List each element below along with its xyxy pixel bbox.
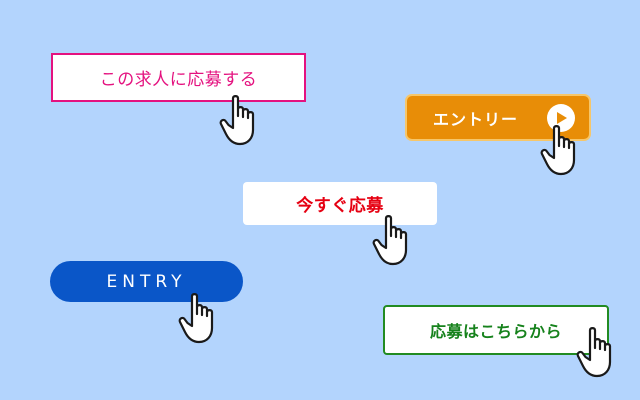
- apply-here-button[interactable]: 応募はこちらから: [383, 305, 609, 355]
- hand-pointer-icon: [219, 94, 263, 148]
- entry-orange-button[interactable]: エントリー: [405, 94, 591, 141]
- apply-to-job-button[interactable]: この求人に応募する: [51, 53, 306, 102]
- entry-orange-label: エントリー: [433, 109, 519, 129]
- play-icon: [547, 103, 575, 132]
- apply-here-label: 応募はこちらから: [429, 322, 562, 341]
- entry-blue-button[interactable]: ENTRY: [50, 261, 243, 302]
- apply-now-label: 今すぐ応募: [296, 196, 384, 216]
- apply-to-job-label: この求人に応募する: [99, 70, 258, 90]
- entry-blue-label: ENTRY: [106, 271, 187, 292]
- apply-now-button[interactable]: 今すぐ応募: [243, 182, 437, 225]
